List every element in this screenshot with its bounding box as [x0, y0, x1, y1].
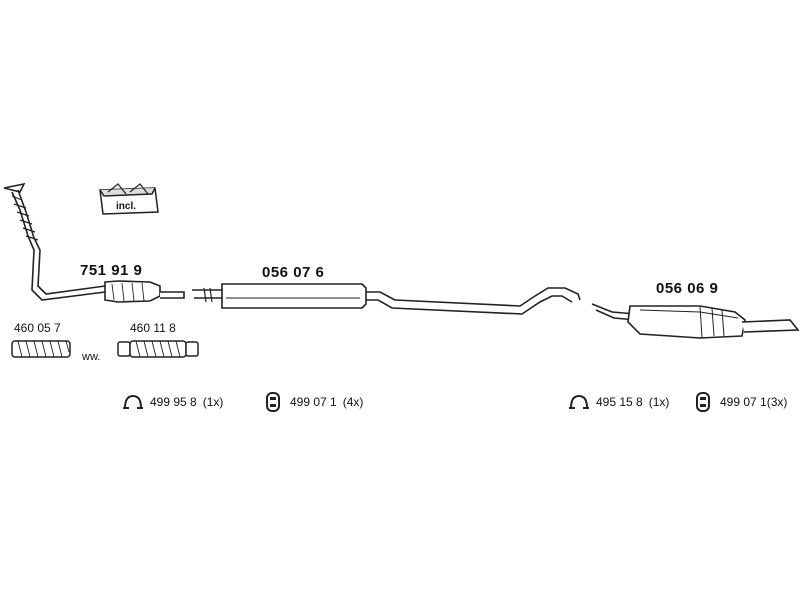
- front-pipe: [3, 182, 185, 303]
- hardware-number: 495 15 8: [596, 395, 643, 409]
- rubber-mount-icon: [266, 392, 280, 412]
- part-no-rear-silencer: 056 06 9: [656, 280, 719, 297]
- clamp-icon: [123, 394, 143, 409]
- flex-pipe-460057: [11, 340, 71, 358]
- ww-label: ww.: [82, 351, 101, 363]
- rear-silencer: [591, 303, 800, 339]
- part-no-flex-b: 460 11 8: [130, 321, 176, 335]
- hardware-number: 499 95 8: [150, 395, 197, 409]
- part-no-front-pipe: 751 91 9: [80, 262, 143, 279]
- incl-label: incl.: [116, 201, 137, 212]
- hardware-number: 499 07 1: [290, 395, 337, 409]
- hardware-item: 495 15 8 (1x): [568, 392, 669, 412]
- part-no-middle-silencer: 056 07 6: [262, 264, 325, 281]
- hardware-item: 499 07 1 (3x): [692, 392, 787, 412]
- gasket-set-box: [99, 183, 159, 215]
- rubber-mount-icon: [696, 392, 710, 412]
- hardware-item: 499 07 1 (4x): [262, 392, 363, 412]
- hardware-qty: (4x): [342, 395, 364, 409]
- hardware-qty: (1x): [648, 395, 670, 409]
- hardware-qty: (1x): [202, 395, 224, 409]
- clamp-icon: [569, 394, 589, 409]
- flex-pipe-460118: [117, 340, 199, 358]
- part-no-flex-a: 460 05 7: [14, 321, 61, 335]
- middle-silencer: [192, 283, 581, 315]
- hardware-item: 499 95 8 (1x): [122, 392, 223, 412]
- hardware-qty: (3x): [766, 395, 788, 409]
- hardware-number: 499 07 1: [720, 395, 767, 409]
